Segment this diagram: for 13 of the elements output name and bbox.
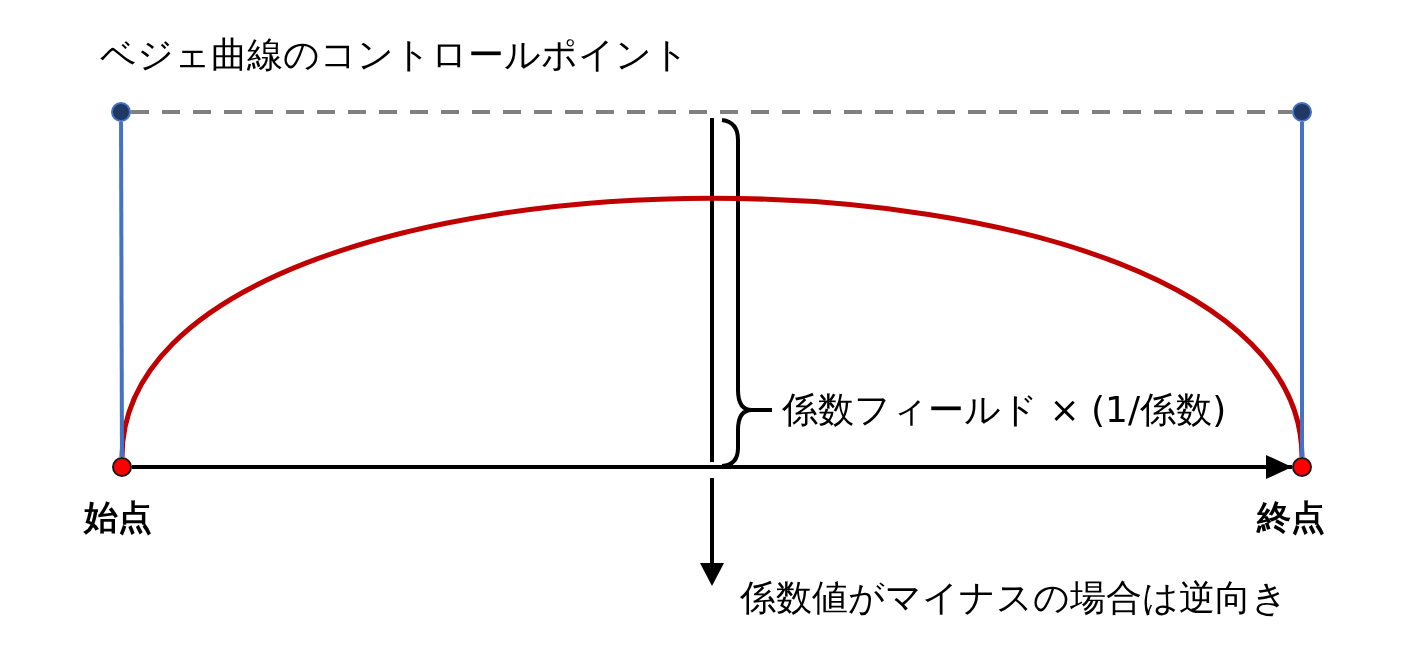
point-label: 始点	[84, 500, 152, 534]
control-point-icon	[111, 102, 131, 122]
anchor-point-icon	[1292, 457, 1312, 477]
formula-text: 係数フィールド × (1/係数)	[782, 392, 1227, 428]
anchor-point-icon	[112, 457, 132, 477]
point-label: 終点	[1257, 500, 1325, 534]
handle-line	[1300, 122, 1304, 457]
control-point-icon	[1292, 102, 1312, 122]
arrow	[132, 455, 1292, 479]
note-text: 係数値がマイナスの場合は逆向き	[740, 580, 1288, 616]
dashed-line	[131, 110, 1292, 114]
annotation-text: ベジェ曲線のコントロールポイント	[100, 37, 689, 73]
handle-line	[119, 122, 124, 457]
